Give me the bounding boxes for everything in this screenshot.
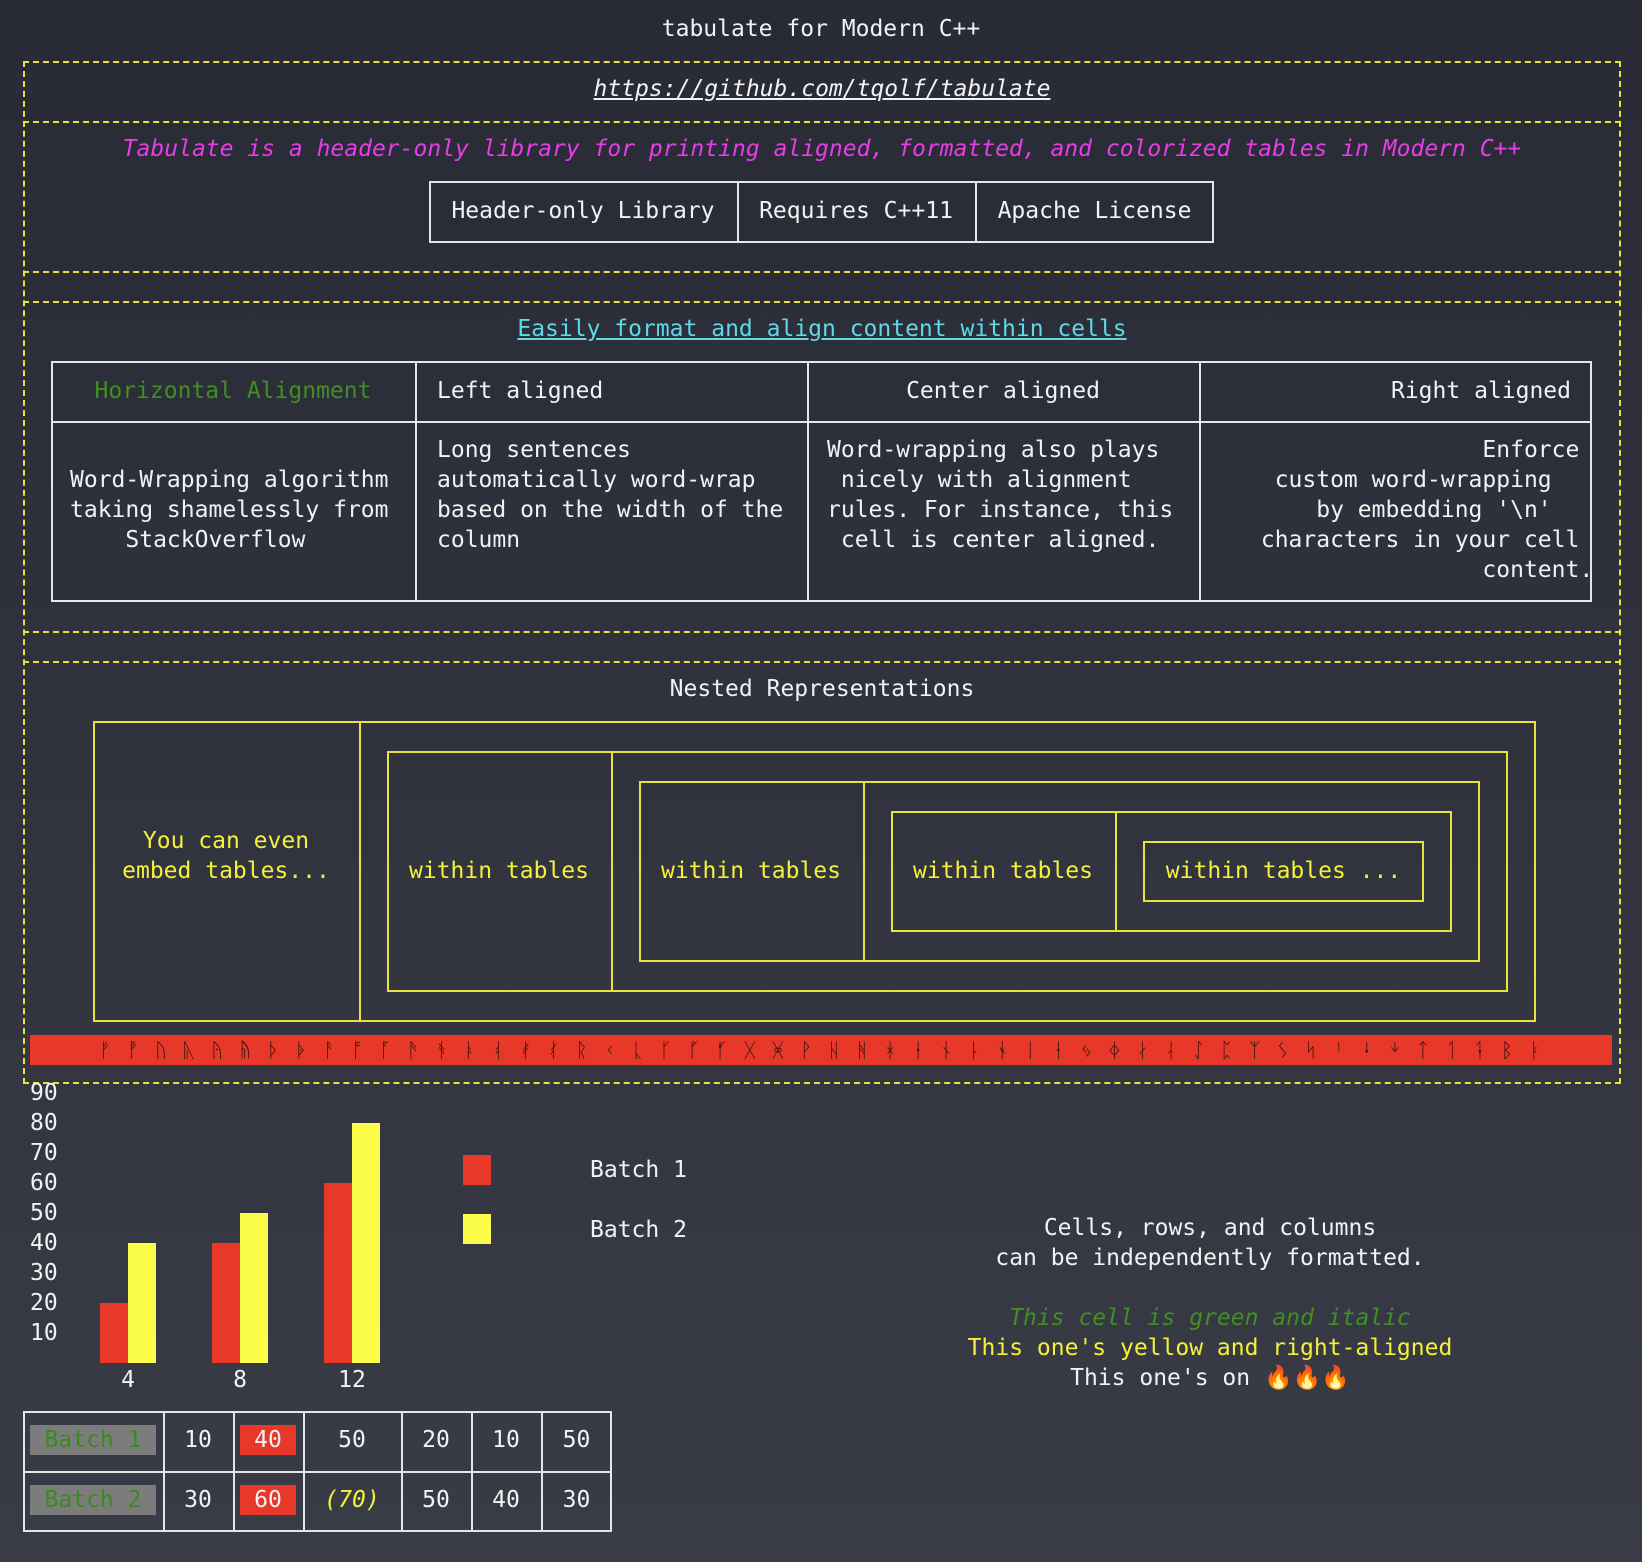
nested-table-5: [1143, 841, 1424, 902]
batch-2-cell-italic: (70): [324, 1487, 380, 1513]
notes-line-2: can be independently formatted.: [995, 1245, 1425, 1271]
y-tick-label: 90: [30, 1080, 58, 1106]
y-tick-label: 40: [30, 1230, 58, 1256]
batch-1-cell: 50: [562, 1427, 591, 1453]
nested-table-1: [93, 721, 1536, 1022]
y-tick-label: 20: [30, 1290, 58, 1316]
batch-2-label: Batch 2: [30, 1485, 156, 1515]
nested-level-2: within tables: [660, 858, 841, 884]
bar-batch-2-12: [352, 1123, 380, 1363]
rune-strip: ᚠ ᚡ ᚢ ᚣ ᚤ ᚥ ᚦ ᚧ ᚨ ᚩ ᚪ ᚫ ᚬ ᚭ ᚮ ᚯ ᚰ ᚱ ᚲ ᚳ …: [30, 1035, 1612, 1065]
header-center-aligned: Center aligned: [906, 378, 1100, 404]
y-tick-label: 60: [30, 1170, 58, 1196]
cell-long-sentences: Long sentences automatically word-wrap b…: [437, 437, 784, 553]
description: Tabulate is a header-only library for pr…: [122, 136, 1522, 162]
header-right-aligned: Right aligned: [1390, 378, 1571, 404]
nested-heading: Nested Representations: [669, 676, 975, 702]
bar-batch-1-8: [212, 1243, 240, 1363]
format-heading: Easily format and align content within c…: [517, 316, 1127, 342]
bar-batch-2-4: [128, 1243, 156, 1363]
cell-word-wrapping: Word-Wrapping algorithm taking shameless…: [70, 467, 389, 553]
batch-1-cell: 20: [422, 1427, 450, 1453]
batch-1-cell: 50: [338, 1427, 366, 1453]
notes-line-1: Cells, rows, and columns: [1043, 1215, 1377, 1241]
batch-1-cell: 10: [184, 1427, 212, 1453]
batch-1-label: Batch 1: [30, 1425, 156, 1455]
batch-1-cell: 10: [492, 1427, 520, 1453]
notes-green-italic: This cell is green and italic: [1009, 1305, 1411, 1331]
x-tick-label: 4: [121, 1367, 135, 1393]
batch-2-cell: 30: [184, 1487, 212, 1513]
feature-header-only: Header-only Library: [451, 198, 715, 224]
cell-right-aligned: Enforce custom word-wrapping by embeddin…: [1260, 437, 1594, 583]
nested-first-cell: You can even embed tables...: [122, 828, 330, 884]
alignment-table: [51, 361, 1592, 602]
batch-2-cell: 40: [492, 1487, 520, 1513]
repo-link[interactable]: https://github.com/tqolf/tabulate: [593, 76, 1051, 102]
y-tick-label: 10: [30, 1320, 58, 1346]
bar-batch-2-8: [240, 1213, 268, 1363]
batch-2-cell-highlight: 60: [240, 1485, 296, 1515]
outer-table: [23, 61, 1621, 1084]
feature-cpp11: Requires C++11: [759, 198, 953, 224]
nested-level-1: within tables: [408, 858, 589, 884]
cell-center-aligned: Word-wrapping also plays nicely with ali…: [827, 437, 1174, 553]
legend-swatch-batch-1: [463, 1155, 491, 1185]
bar-chart: 90 80 70 60 50 40 30 20 10 4 8 12: [0, 1080, 720, 1400]
x-tick-label: 12: [338, 1367, 366, 1393]
y-tick-label: 80: [30, 1110, 58, 1136]
x-tick-label: 8: [233, 1367, 247, 1393]
nested-table-4: [891, 811, 1452, 932]
batch-1-cell-highlight: 40: [240, 1425, 296, 1455]
batch-2-cell: 30: [562, 1487, 591, 1513]
batch-2-cell: 50: [422, 1487, 450, 1513]
nested-level-4: within tables ...: [1165, 858, 1402, 884]
header-horizontal-alignment: Horizontal Alignment: [94, 378, 372, 404]
nested-table-2: [387, 751, 1508, 992]
notes-fire: This one's on 🔥🔥🔥: [1070, 1365, 1350, 1391]
y-tick-label: 30: [30, 1260, 58, 1286]
bar-batch-1-4: [100, 1303, 128, 1363]
legend-label-batch-2: Batch 2: [590, 1217, 687, 1243]
legend-swatch-batch-2: [463, 1214, 491, 1244]
header-left-aligned: Left aligned: [437, 378, 604, 404]
notes-yellow-right: This one's yellow and right-aligned: [967, 1335, 1453, 1361]
bar-batch-1-12: [324, 1183, 352, 1363]
nested-level-3: within tables: [912, 858, 1093, 884]
nested-table-3: [639, 781, 1480, 962]
feature-license: Apache License: [997, 198, 1192, 224]
page-title: tabulate for Modern C++: [661, 16, 981, 42]
y-tick-label: 70: [30, 1140, 58, 1166]
features-table: [429, 181, 1214, 243]
legend-label-batch-1: Batch 1: [590, 1157, 687, 1183]
y-tick-label: 50: [30, 1200, 58, 1226]
